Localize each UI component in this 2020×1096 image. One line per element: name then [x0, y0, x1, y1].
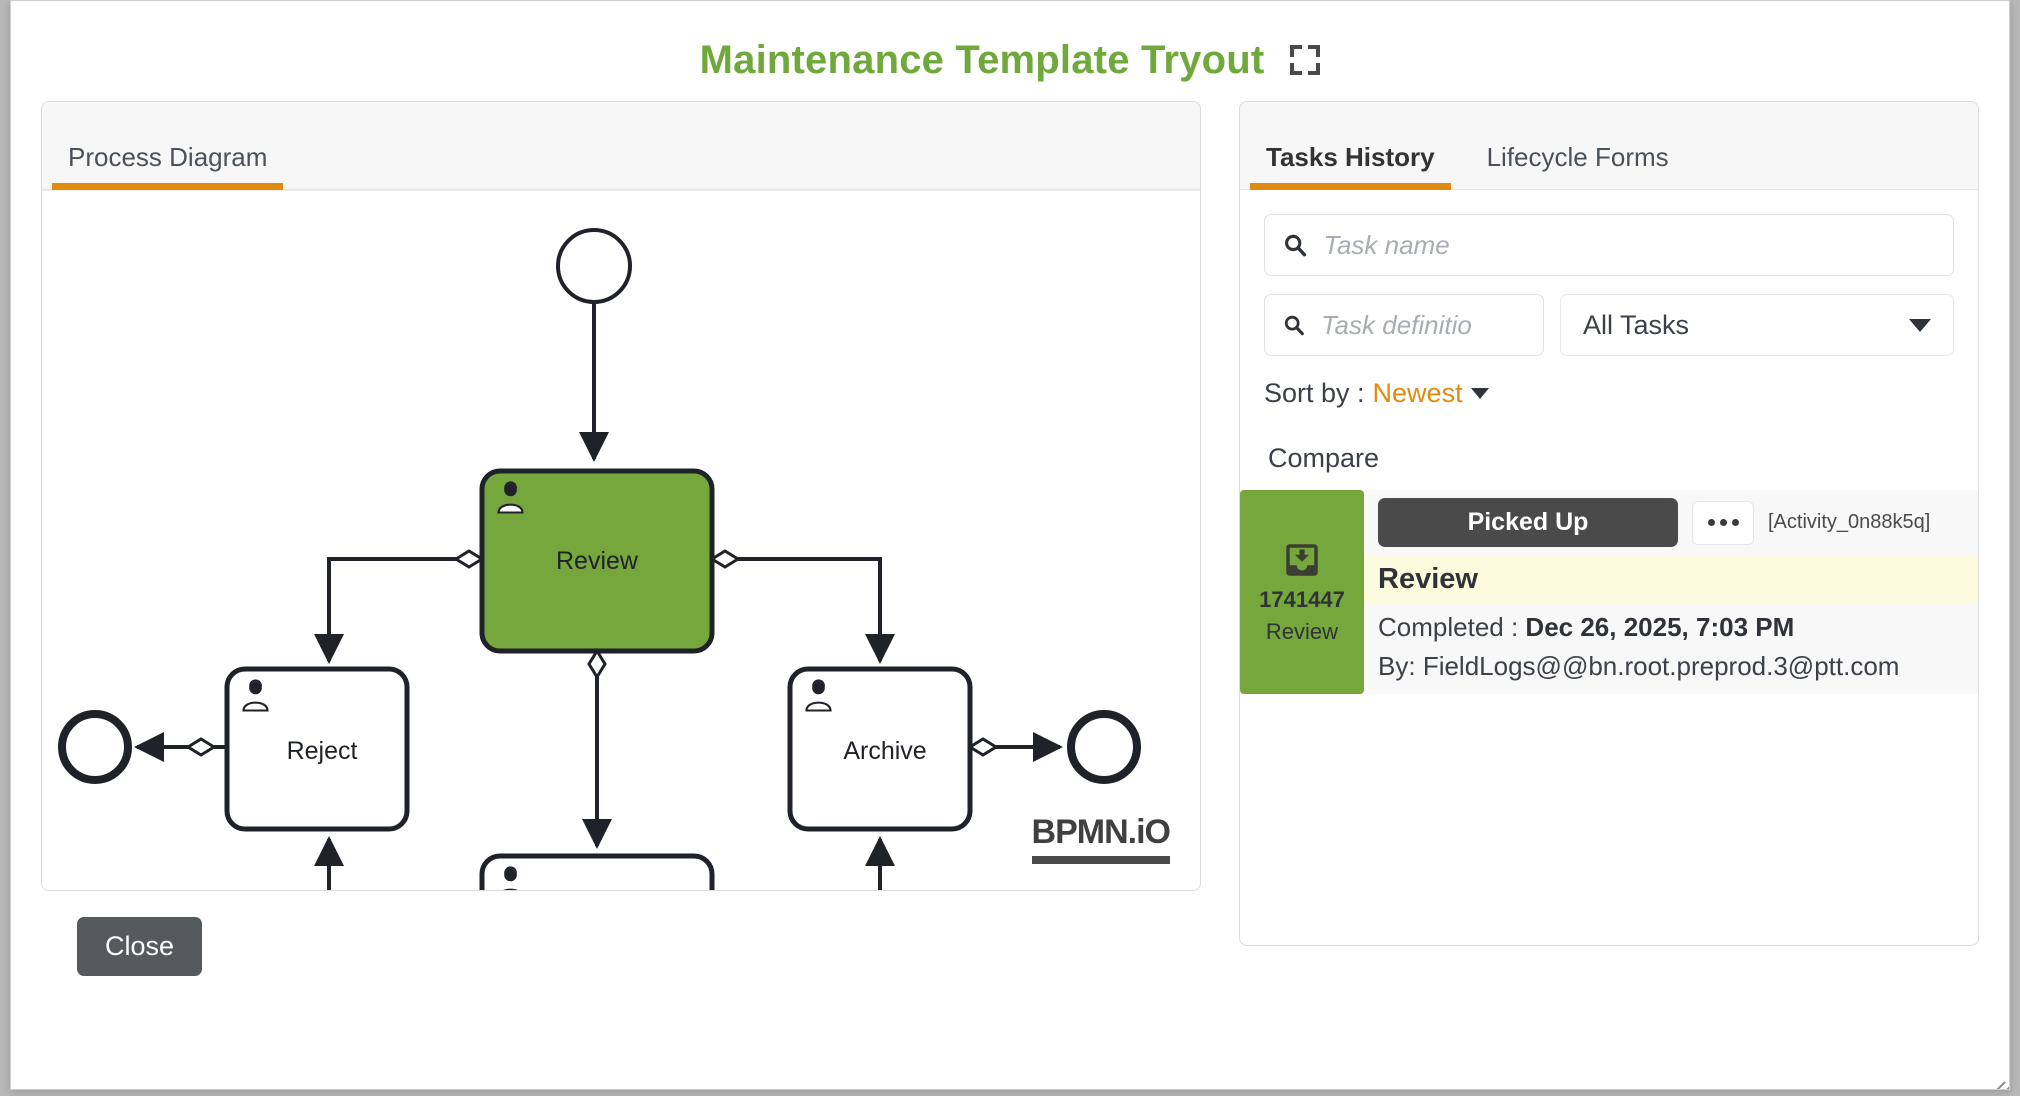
bpmn-io-watermark: BPMN.iO — [1031, 813, 1171, 864]
conditional-marker — [967, 737, 999, 757]
task-by-row: By: FieldLogs@@bn.root.preprod.3@ptt.com — [1364, 643, 1978, 682]
task-name: Review — [1364, 555, 1978, 604]
tab-tasks-history[interactable]: Tasks History — [1240, 142, 1461, 190]
bpmn-task-reject[interactable]: Reject — [224, 666, 410, 832]
task-badge-name: Review — [1265, 619, 1339, 644]
task-history-item[interactable]: 1741447 Review Picked Up [Activity_0n88k… — [1240, 490, 1978, 694]
tasks-panel-card: Tasks History Lifecycle Forms — [1239, 101, 1979, 946]
task-definition-search[interactable] — [1264, 294, 1544, 356]
more-options-icon[interactable] — [1692, 500, 1754, 545]
bpmn-task-reject-label: Reject — [287, 737, 358, 765]
task-top-row: Picked Up [Activity_0n88k5q] — [1364, 498, 1978, 547]
user-task-icon — [805, 679, 832, 712]
tasks-filters: All Tasks Sort by : Newest — [1240, 190, 1978, 409]
task-name-search[interactable] — [1264, 214, 1954, 276]
task-history-list: 1741447 Review Picked Up [Activity_0n88k… — [1240, 474, 1978, 694]
sort-control[interactable]: Sort by : Newest — [1264, 378, 1954, 409]
chevron-down-icon — [1909, 318, 1931, 332]
bpmn-task-review[interactable]: Review — [479, 468, 715, 654]
diagram-column: Process Diagram — [41, 101, 1201, 976]
bpmn-task-review-label: Review — [556, 547, 639, 575]
task-badge: 1741447 Review — [1240, 490, 1364, 694]
activity-id: [Activity_0n88k5q] — [1768, 511, 1931, 533]
bpmn-flow-review-archive — [712, 557, 895, 664]
sort-value: Newest — [1372, 378, 1463, 408]
task-id: 1741447 — [1259, 587, 1345, 612]
completed-value: Dec 26, 2025, 7:03 PM — [1525, 612, 1795, 642]
chevron-down-icon — [1470, 388, 1489, 399]
bpmn-task-adjustments[interactable]: Adjustments — [479, 853, 715, 891]
task-filter-select-value: All Tasks — [1583, 309, 1690, 340]
process-diagram-card: Process Diagram — [41, 101, 1201, 891]
conditional-marker — [709, 549, 741, 569]
tab-lifecycle-forms-label: Lifecycle Forms — [1486, 142, 1669, 172]
fullscreen-expand-icon[interactable] — [1290, 45, 1321, 75]
user-task-icon — [242, 679, 269, 712]
process-detail-dialog: Maintenance Template Tryout Process Diag… — [10, 0, 2010, 1090]
tab-lifecycle-forms[interactable]: Lifecycle Forms — [1461, 142, 1695, 189]
by-value: FieldLogs@@bn.root.preprod.3@ptt.com — [1422, 651, 1900, 681]
task-name-input[interactable] — [1321, 228, 1935, 262]
dialog-body: Process Diagram — [11, 101, 2009, 976]
sort-label: Sort by : — [1264, 378, 1365, 408]
page-title: Maintenance Template Tryout — [699, 37, 1265, 82]
tasks-tabstrip: Tasks History Lifecycle Forms — [1240, 102, 1978, 190]
diagram-tabstrip: Process Diagram — [42, 102, 1200, 190]
search-icon — [1284, 315, 1304, 336]
filter-row: All Tasks — [1264, 294, 1954, 356]
task-completed-row: Completed : Dec 26, 2025, 7:03 PM — [1364, 604, 1978, 643]
bpmn-task-archive[interactable]: Archive — [787, 666, 973, 832]
conditional-marker — [587, 648, 607, 680]
tab-tasks-history-label: Tasks History — [1266, 142, 1435, 172]
bpmn-start-event[interactable] — [556, 228, 632, 304]
search-icon — [1285, 234, 1307, 257]
conditional-marker — [185, 737, 217, 757]
compare-label: Compare — [1268, 443, 1380, 473]
task-filter-select[interactable]: All Tasks — [1560, 294, 1954, 356]
task-body: Picked Up [Activity_0n88k5q] Review Comp… — [1364, 490, 1978, 694]
bpmn-canvas[interactable]: Review — [42, 190, 1200, 890]
bpmn-flow-adjustments-archive — [865, 836, 895, 890]
user-task-icon — [503, 866, 518, 890]
tab-process-diagram-label: Process Diagram — [68, 142, 268, 172]
completed-label: Completed : — [1378, 612, 1519, 642]
tab-process-diagram[interactable]: Process Diagram — [42, 142, 293, 190]
bpmn-task-archive-label: Archive — [843, 737, 926, 765]
bpmn-end-event-left[interactable] — [58, 710, 132, 784]
dialog-header: Maintenance Template Tryout — [11, 1, 2009, 101]
bpmn-flow-adjustments-reject — [314, 836, 344, 890]
conditional-marker — [453, 549, 485, 569]
bpmn-flow-review-reject — [314, 557, 482, 664]
user-task-icon — [497, 481, 524, 514]
bpmn-diagram-svg: Review — [58, 228, 1141, 891]
close-button[interactable]: Close — [77, 917, 203, 976]
bpmn-end-event-right[interactable] — [1067, 710, 1141, 784]
status-badge: Picked Up — [1378, 498, 1678, 547]
resize-grip[interactable] — [1983, 1063, 2009, 1089]
inbox-download-icon — [1286, 544, 1318, 576]
task-definition-input[interactable] — [1319, 308, 1525, 342]
by-label: By: — [1378, 651, 1416, 681]
